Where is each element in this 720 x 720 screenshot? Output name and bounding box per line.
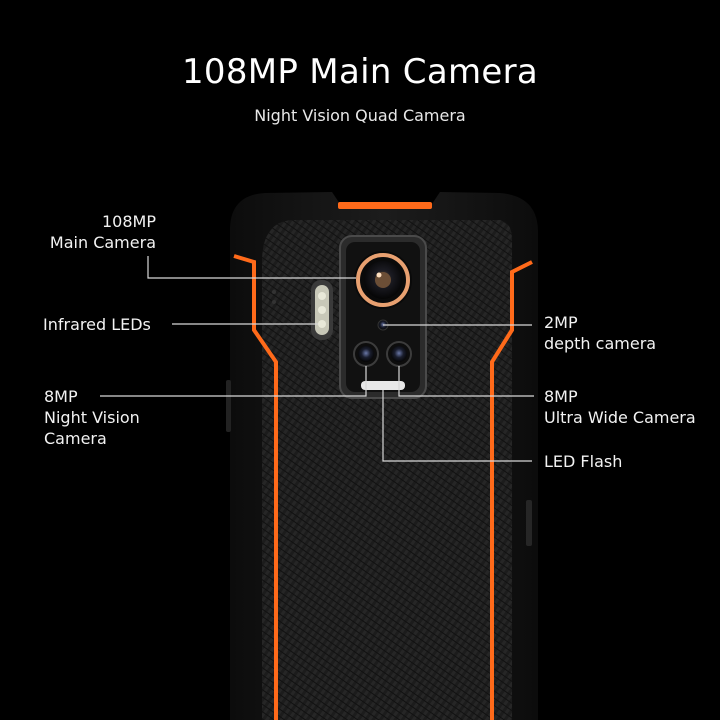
callout-main-camera: 108MP Main Camera <box>44 211 156 253</box>
right-accent-trim <box>490 260 533 720</box>
callout-infrared-leds: Infrared LEDs <box>43 314 151 335</box>
callout-led-flash-line1: LED Flash <box>544 452 623 471</box>
callout-depth-line1: 2MP <box>544 313 578 332</box>
callout-line-main-camera <box>147 256 356 279</box>
callout-depth-line2: depth camera <box>544 334 657 353</box>
main-lens <box>354 251 412 309</box>
callout-depth-camera: 2MP depth camera <box>544 312 656 354</box>
camera-module <box>339 235 427 399</box>
callout-ultra-wide-line1: 8MP <box>544 387 578 406</box>
callout-ultra-wide-line2: Ultra Wide Camera <box>544 408 696 427</box>
callout-line-night-vision <box>100 366 367 397</box>
left-accent-trim <box>233 254 278 720</box>
infrared-led-strip <box>311 280 333 340</box>
callout-night-vision-line3: Camera <box>44 429 107 448</box>
callout-main-camera-line2: Main Camera <box>49 233 156 252</box>
callout-infrared-line1: Infrared LEDs <box>43 315 151 334</box>
callout-night-vision-line2: Night Vision <box>44 408 140 427</box>
top-accent-bar <box>338 202 432 209</box>
callout-night-vision: 8MP Night Vision Camera <box>44 386 140 449</box>
callout-ultra-wide: 8MP Ultra Wide Camera <box>544 386 696 428</box>
callout-line-led-flash <box>382 390 532 462</box>
page-title: 108MP Main Camera <box>181 52 539 92</box>
callout-lines <box>100 256 534 462</box>
ultra-wide-lens <box>386 341 412 367</box>
led-flash <box>361 381 405 390</box>
callout-line-ultra-wide <box>398 366 534 397</box>
page-subtitle: Night Vision Quad Camera <box>254 106 466 125</box>
callout-night-vision-line1: 8MP <box>44 387 78 406</box>
callout-main-camera-line1: 108MP <box>102 212 156 231</box>
callout-led-flash: LED Flash <box>544 451 622 472</box>
night-vision-lens <box>353 341 379 367</box>
